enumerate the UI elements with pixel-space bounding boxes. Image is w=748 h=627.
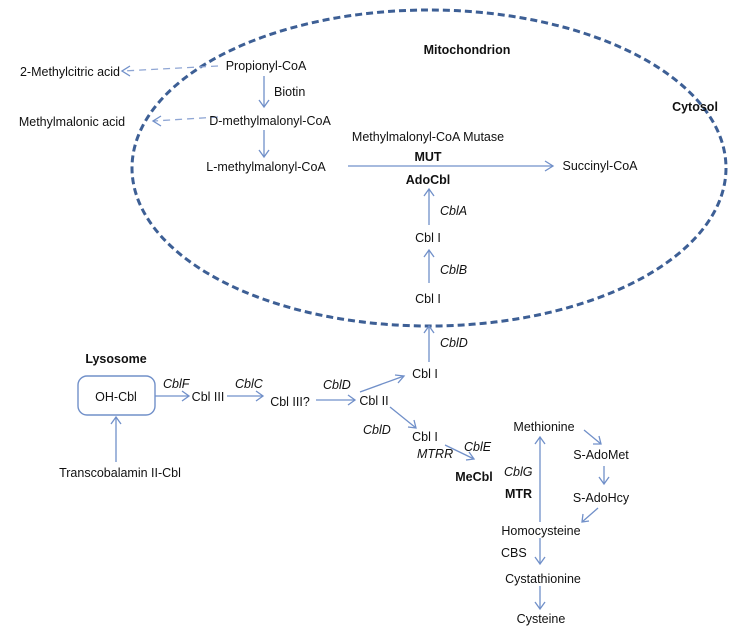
arrow-cblii-to-cbli-up	[359, 374, 406, 393]
label-cble: CblE	[464, 440, 492, 454]
label-d-methylmalonyl-coa: D-methylmalonyl-CoA	[209, 114, 331, 128]
label-cbld-mito: CblD	[440, 336, 468, 350]
label-oh-cbl: OH-Cbl	[95, 390, 137, 404]
label-mecbl: MeCbl	[455, 470, 493, 484]
arrow-homocysteine-to-cystathionine	[534, 538, 546, 566]
arrow-cystathionine-to-cysteine	[534, 586, 546, 611]
arrow-methionine-to-sadomet	[583, 429, 602, 445]
label-cbl-iii-q: Cbl III?	[270, 395, 310, 409]
label-cysteine: Cysteine	[517, 612, 566, 626]
arrow-cbliiiq-to-cblii	[316, 394, 357, 406]
label-cbs: CBS	[501, 546, 527, 560]
arrow-cbli-to-adocbl	[423, 187, 435, 225]
arrow-dmethylmalonyl-to-lmethylmalonyl	[258, 130, 270, 159]
label-methionine: Methionine	[513, 420, 574, 434]
label-cblg: CblG	[504, 465, 533, 479]
label-cytosol: Cytosol	[672, 100, 718, 114]
label-lysosome: Lysosome	[85, 352, 146, 366]
label-cbl-ii: Cbl II	[359, 394, 388, 408]
label-cbl-iii: Cbl III	[192, 390, 225, 404]
arrow-transcobalamin-to-ohcbl	[110, 415, 122, 462]
label-cbl-i-cytosol: Cbl I	[412, 367, 438, 381]
label-cblf: CblF	[163, 377, 191, 391]
label-cystathionine: Cystathionine	[505, 572, 581, 586]
label-biotin: Biotin	[274, 85, 305, 99]
arrow-sadomet-to-sadohcy	[598, 466, 610, 486]
arrow-propionyl-to-dmethylmalonyl	[258, 76, 270, 109]
label-mtrr: MTRR	[417, 447, 453, 461]
label-methylcitric-acid: 2-Methylcitric acid	[20, 65, 120, 79]
label-propionyl-coa: Propionyl-CoA	[226, 59, 307, 73]
label-adocbl: AdoCbl	[406, 173, 450, 187]
label-cbl-i-methyl: Cbl I	[412, 430, 438, 444]
label-cblc: CblC	[235, 377, 264, 391]
arrow-sadohcy-to-homocysteine	[581, 507, 599, 523]
label-methylmalonic-acid: Methylmalonic acid	[19, 115, 125, 129]
label-l-methylmalonyl-coa: L-methylmalonyl-CoA	[206, 160, 326, 174]
label-s-adohcy: S-AdoHcy	[573, 491, 630, 505]
label-mutase-name: Methylmalonyl-CoA Mutase	[352, 130, 504, 144]
label-mtr: MTR	[505, 487, 532, 501]
label-transcobalamin: Transcobalamin II-Cbl	[59, 466, 181, 480]
label-s-adomet: S-AdoMet	[573, 448, 629, 462]
label-cbld-transport: CblD	[323, 378, 351, 392]
arrow-cbli-to-cbli	[423, 248, 435, 283]
arrow-ohcbl-to-cbliii	[155, 390, 191, 402]
arrow-homocysteine-to-methionine	[534, 435, 546, 522]
label-cbld-cytosol: CblD	[363, 423, 391, 437]
arrow-dmethylmalonyl-to-methylmalonic	[151, 115, 219, 127]
arrow-lmethylmalonyl-to-succinyl	[348, 160, 555, 172]
label-cbl-i-mito-upper: Cbl I	[415, 231, 441, 245]
arrow-cbliii-to-cbliiiq	[227, 390, 265, 402]
label-cbl-i-mito-lower: Cbl I	[415, 292, 441, 306]
arrow-cblii-to-cbli-down	[389, 406, 417, 429]
label-cbla: CblA	[440, 204, 467, 218]
label-succinyl-coa: Succinyl-CoA	[562, 159, 638, 173]
label-cblb: CblB	[440, 263, 467, 277]
arrow-cbli-to-mecbl	[444, 444, 476, 461]
label-homocysteine: Homocysteine	[501, 524, 580, 538]
label-mitochondrion: Mitochondrion	[424, 43, 511, 57]
arrow-cytosol-cbli-to-mito	[423, 324, 435, 362]
label-mut: MUT	[414, 150, 441, 164]
arrow-propionyl-to-methylcitric	[120, 65, 219, 77]
